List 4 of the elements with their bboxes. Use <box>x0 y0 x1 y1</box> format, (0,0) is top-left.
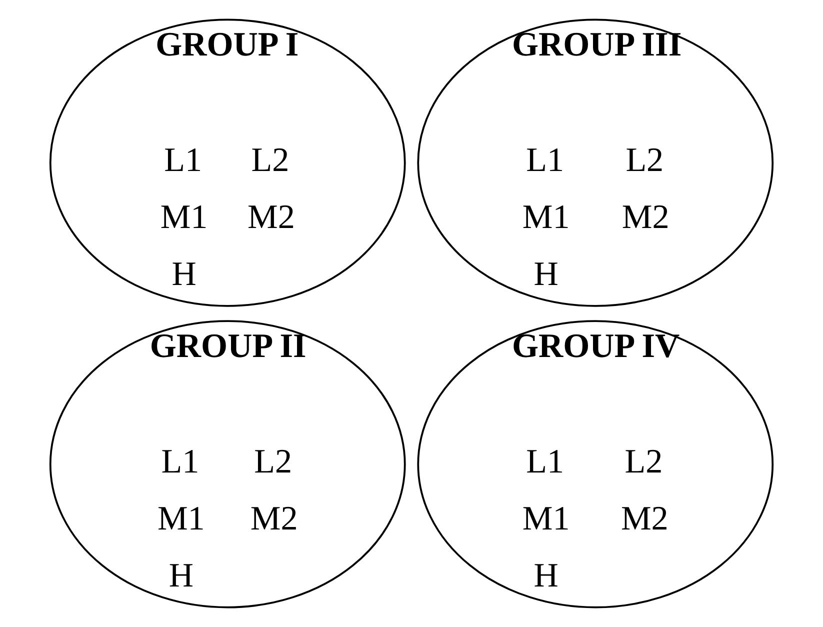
node-ellipse: GROUP II L1 L2 M1 M2 H <box>49 320 406 608</box>
node-ellipse: GROUP IV L1 L2 M1 M2 H <box>417 320 774 608</box>
node-ellipse: GROUP III L1 L2 M1 M2 H <box>417 18 774 307</box>
node-ellipse: GROUP I L1 L2 M1 M2 H <box>49 18 406 307</box>
